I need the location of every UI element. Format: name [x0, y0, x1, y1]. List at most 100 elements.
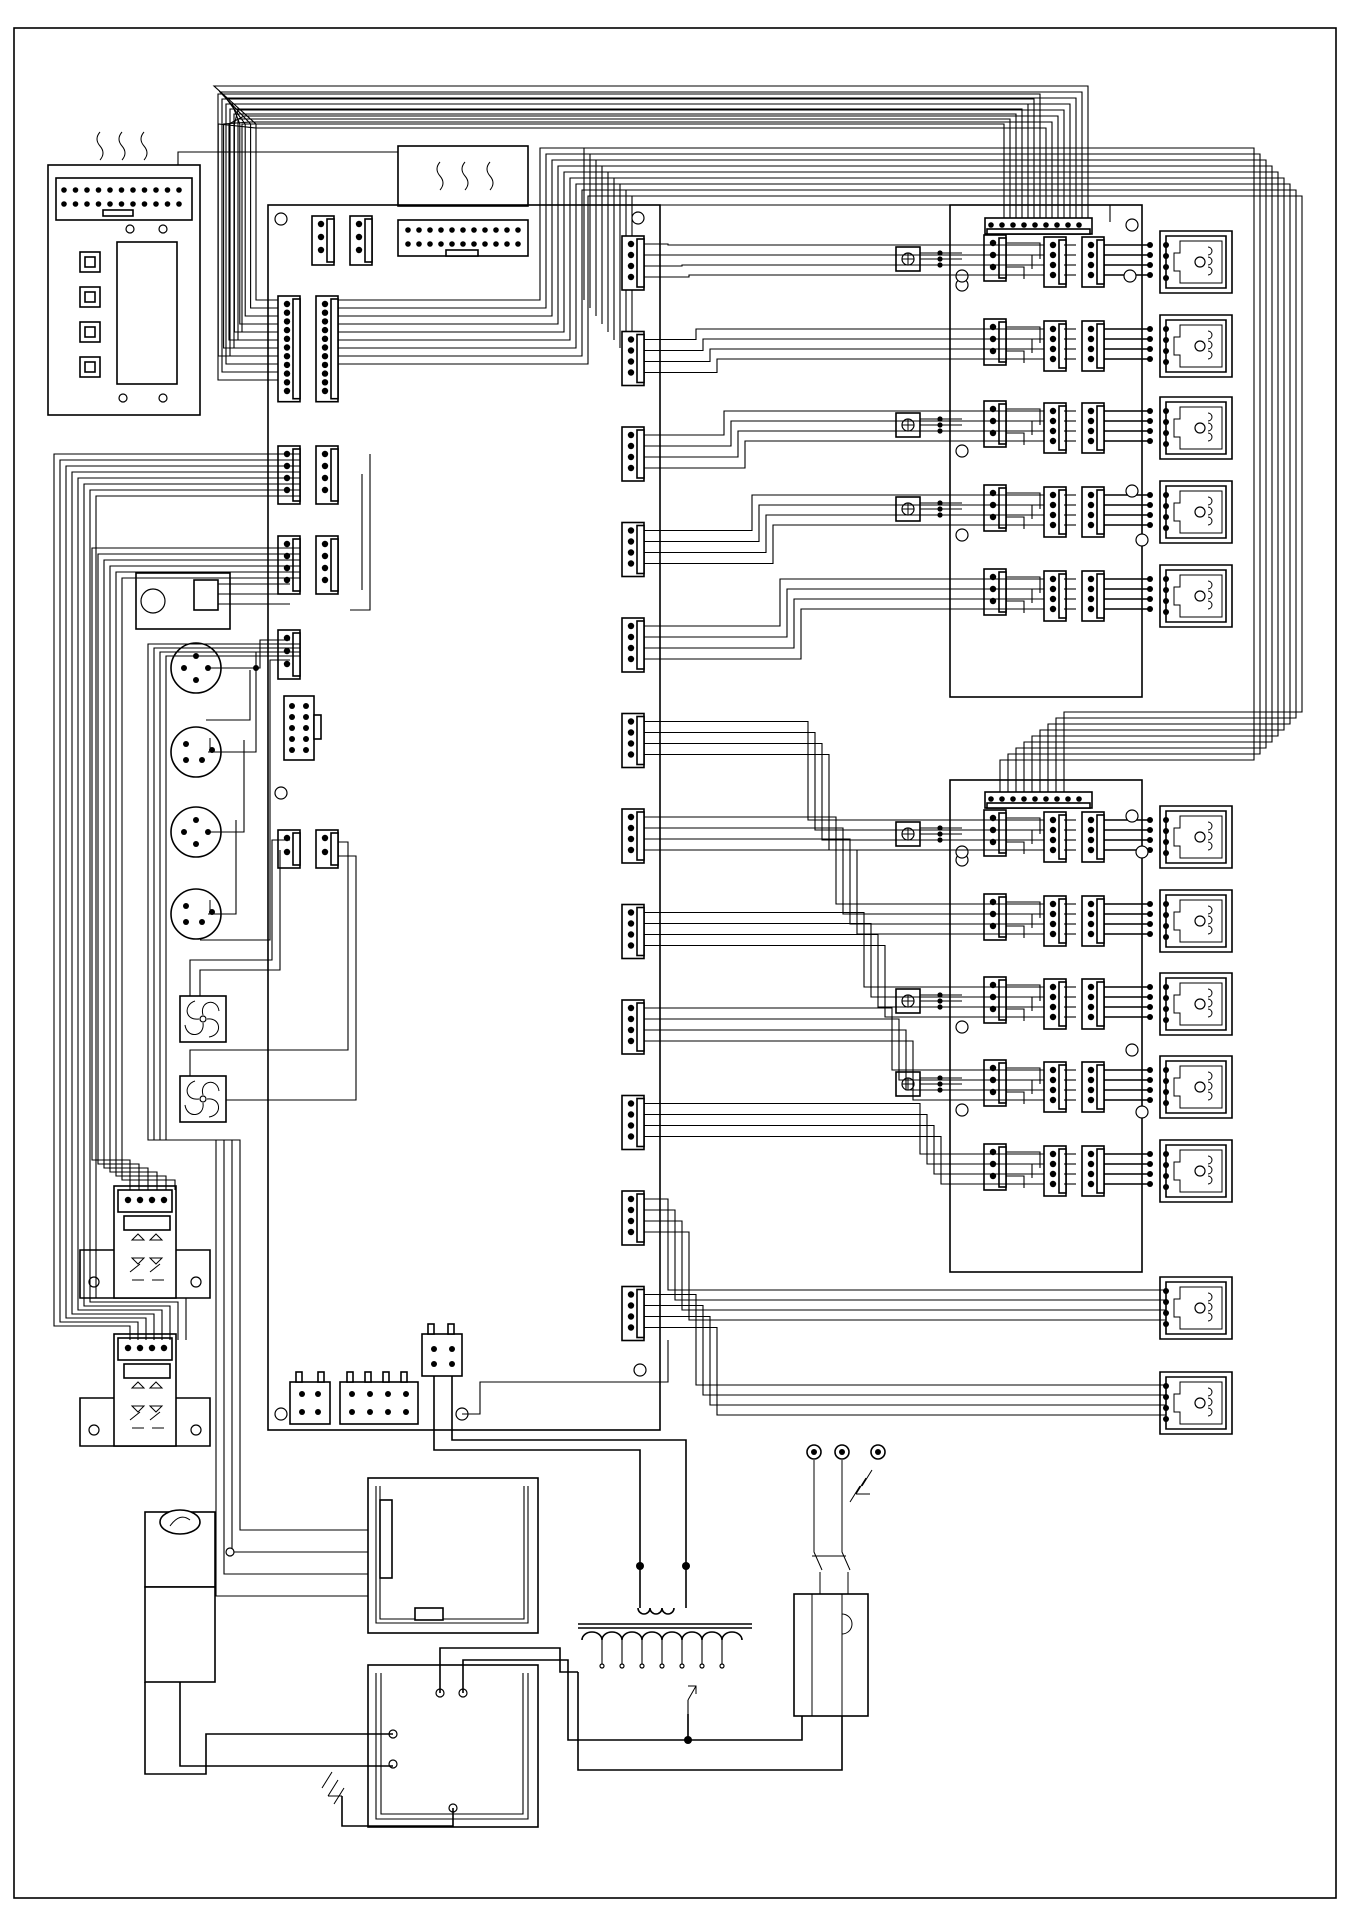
wire-junction: [1163, 934, 1169, 940]
board-connector: [622, 809, 644, 863]
wire-junction: [1147, 901, 1153, 907]
wire-junction: [153, 187, 159, 193]
fan: [180, 996, 226, 1042]
driver-connector: [1082, 812, 1104, 862]
wire-junction: [1163, 359, 1169, 365]
wire-junction: [1050, 1004, 1056, 1010]
wire-junction: [1050, 817, 1056, 823]
wire-junction: [811, 1449, 817, 1455]
driver-connector: [1044, 812, 1066, 862]
wire-junction: [628, 443, 634, 449]
wire-junction: [628, 241, 634, 247]
wire-junction: [284, 849, 290, 855]
wire-junction: [1163, 348, 1169, 354]
wire-junction: [1050, 522, 1056, 528]
wire-junction: [299, 1409, 305, 1415]
wire-junction: [193, 677, 199, 683]
wire-junction: [628, 847, 634, 853]
heater-block: [398, 146, 528, 206]
wire-junction: [937, 506, 942, 511]
wire-junction: [289, 714, 295, 720]
wire-junction: [628, 1016, 634, 1022]
driver-connector: [984, 810, 1006, 856]
wire-junction: [1163, 1078, 1169, 1084]
wire-junction: [107, 201, 113, 207]
wire-junction: [1088, 921, 1094, 927]
wire-junction: [1147, 522, 1153, 528]
wire-junction: [1050, 356, 1056, 362]
wire-junction: [405, 241, 411, 247]
wire-junction: [839, 1449, 845, 1455]
wire-junction: [322, 362, 328, 368]
wire-junction: [1050, 911, 1056, 917]
wire-junction: [176, 187, 182, 193]
driver-connector: [984, 1144, 1006, 1190]
power-supply-box: [368, 1665, 538, 1827]
driver-connector: [984, 894, 1006, 940]
wire-junction: [284, 648, 290, 654]
wire-junction: [1088, 272, 1094, 278]
wire-junction: [1163, 275, 1169, 281]
wire-junction: [1088, 428, 1094, 434]
driver-connector: [1082, 403, 1104, 453]
wire-junction: [471, 241, 477, 247]
wire-junction: [322, 344, 328, 350]
wire-junction: [318, 247, 324, 253]
mains-terminal: [871, 1445, 885, 1459]
wire-junction: [628, 634, 634, 640]
wire-junction: [1088, 336, 1094, 342]
wire-junction: [628, 560, 634, 566]
wire-junction: [1050, 252, 1056, 258]
wire-junction: [449, 227, 455, 233]
mount-hole: [1136, 846, 1148, 858]
wire-junction: [460, 241, 466, 247]
wire-junction: [183, 903, 189, 909]
wire-junction: [1163, 828, 1169, 834]
wire-junction: [1050, 1067, 1056, 1073]
wire-junction: [284, 353, 290, 359]
relay-board: [368, 1478, 538, 1633]
wire-junction: [1163, 1017, 1169, 1023]
wire-junction: [289, 725, 295, 731]
wire-junction: [427, 227, 433, 233]
wire-junction: [367, 1391, 373, 1397]
wire-junction: [1088, 984, 1094, 990]
wire-junction: [1088, 911, 1094, 917]
wire-junction: [315, 1409, 321, 1415]
wire-junction: [130, 187, 136, 193]
wire-junction: [628, 645, 634, 651]
wire-junction: [183, 741, 189, 747]
wire-junction: [1163, 253, 1169, 259]
wire-junction: [1163, 419, 1169, 425]
wire-junction: [1050, 847, 1056, 853]
wire-junction: [1054, 222, 1060, 228]
wire-junction: [1088, 596, 1094, 602]
wire-junction: [1088, 356, 1094, 362]
wire-junction: [1147, 428, 1153, 434]
driver-connector: [1082, 487, 1104, 537]
wire-junction: [1088, 586, 1094, 592]
wire-junction: [988, 222, 994, 228]
wire-junction: [181, 829, 187, 835]
wire-junction: [628, 1027, 634, 1033]
wire-junction: [1050, 1087, 1056, 1093]
wire-junction: [1076, 796, 1082, 802]
wire-junction: [1088, 418, 1094, 424]
wire-junction: [628, 751, 634, 757]
wire-junction: [322, 379, 328, 385]
board-connector: [622, 714, 644, 768]
wire-junction: [1147, 336, 1153, 342]
wire-junction: [318, 221, 324, 227]
wire-junction: [628, 1111, 634, 1117]
wire-junction: [1163, 525, 1169, 531]
wire-junction: [284, 541, 290, 547]
wire-junction: [1050, 1151, 1056, 1157]
wire-junction: [303, 747, 309, 753]
wire-junction: [937, 1081, 942, 1086]
driver-connector: [1044, 321, 1066, 371]
wire-junction: [628, 836, 634, 842]
wire-junction: [628, 814, 634, 820]
wire-junction: [1050, 272, 1056, 278]
wire-junction: [1050, 586, 1056, 592]
wire-junction: [142, 187, 148, 193]
